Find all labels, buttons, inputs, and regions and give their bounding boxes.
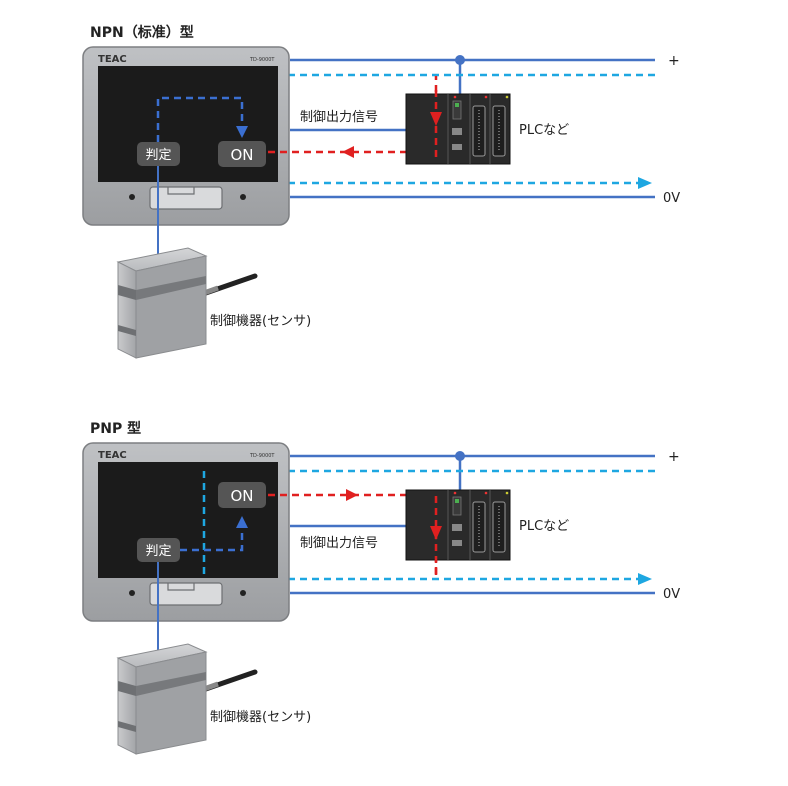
screw-dot [240, 194, 246, 200]
device-button[interactable] [149, 582, 223, 606]
zero-volt-label: 0V [663, 191, 680, 206]
judge-label: 判定 [145, 544, 171, 559]
button-tab [167, 583, 195, 591]
diagram-title: PNP 型 [90, 420, 141, 437]
junction-dot [455, 55, 465, 65]
diagram-pnp: PNP 型 + 0V TEAC TD-9000T ON 判定 [82, 420, 680, 755]
diagram-npn: NPN（标准）型 + 0V TEAC TD-9000T 判定 ON [82, 24, 680, 359]
sensor-label: 制御機器(センサ) [210, 710, 311, 725]
arrow-icon [430, 526, 442, 540]
screw-dot [129, 590, 135, 596]
arrow-icon [236, 516, 248, 528]
screw-dot [240, 590, 246, 596]
device-model: TD-9000T [249, 57, 275, 63]
on-box [218, 141, 266, 167]
judge-box [137, 142, 180, 166]
judge-box [137, 538, 180, 562]
teac-device: TEAC TD-9000T [82, 442, 290, 622]
button-tab [167, 187, 195, 195]
signal-label: 制御出力信号 [300, 110, 378, 125]
arrow-icon [342, 146, 354, 158]
signal-label: 制御出力信号 [300, 536, 378, 551]
plus-label: + [668, 449, 680, 465]
on-label: ON [230, 487, 253, 505]
judge-label: 判定 [145, 148, 171, 163]
arrow-icon [638, 573, 652, 585]
blue-dashed-path [180, 524, 244, 552]
arrow-icon [430, 112, 442, 126]
blue-dashed-path [156, 96, 244, 142]
screw-dot [129, 194, 135, 200]
plc-label: PLCなど [519, 519, 569, 534]
on-box [218, 482, 266, 508]
plus-label: + [668, 53, 680, 69]
load-cell-sensor [116, 247, 258, 359]
plc-label: PLCなど [519, 123, 569, 138]
device-brand: TEAC [98, 450, 127, 461]
on-label: ON [230, 146, 253, 164]
plc-unit [405, 93, 511, 165]
arrow-icon [236, 126, 248, 138]
junction-dot [455, 451, 465, 461]
teac-device: TEAC TD-9000T [82, 46, 290, 226]
device-brand: TEAC [98, 54, 127, 65]
diagram-title: NPN（标准）型 [90, 24, 194, 41]
zero-volt-label: 0V [663, 587, 680, 602]
device-button[interactable] [149, 186, 223, 210]
device-screen [98, 462, 278, 578]
arrow-icon [638, 177, 652, 189]
device-model: TD-9000T [249, 453, 275, 459]
plc-unit [405, 489, 511, 561]
sensor-label: 制御機器(センサ) [210, 314, 311, 329]
load-cell-sensor [116, 643, 258, 755]
arrow-icon [346, 489, 358, 501]
